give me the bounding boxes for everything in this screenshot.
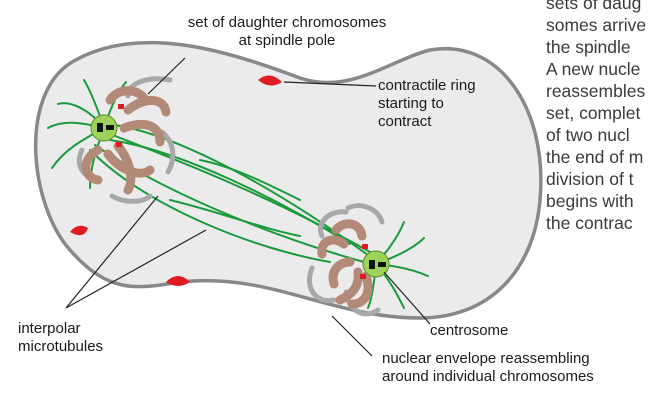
label-daughter-set: set of daughter chromosomes at spindle p…	[172, 14, 402, 50]
description-line: of two nucl	[546, 124, 646, 146]
label-ring-line2: starting to	[378, 95, 476, 113]
label-contractile-ring: contractile ring starting to contract	[378, 77, 476, 131]
label-interpolar-line2: microtubules	[18, 338, 103, 356]
label-interpolar: interpolar microtubules	[18, 320, 103, 356]
description-line: reassembles	[546, 80, 646, 102]
label-nuclear-envelope: nuclear envelope reassembling around ind…	[382, 350, 594, 386]
description-line: begins with	[546, 190, 646, 212]
label-daughter-set-line1: set of daughter chromosomes	[172, 14, 402, 32]
leader-nuclear-envelope	[332, 316, 372, 356]
description-line: somes arrive	[546, 14, 646, 36]
label-ring-line3: contract	[378, 113, 476, 131]
description-line: division of t	[546, 168, 646, 190]
description-line: the contrac	[546, 212, 646, 234]
description-line: the spindle	[546, 36, 646, 58]
label-interpolar-line1: interpolar	[18, 320, 103, 338]
description-line: A new nucle	[546, 58, 646, 80]
label-daughter-set-line2: at spindle pole	[172, 32, 402, 50]
label-envelope-line1: nuclear envelope reassembling	[382, 350, 594, 368]
centrosome-left	[91, 115, 117, 141]
description-line: set, complet	[546, 102, 646, 124]
description-line: sets of daug	[546, 0, 646, 14]
label-envelope-line2: around individual chromosomes	[382, 368, 594, 386]
description-line: the end of m	[546, 146, 646, 168]
label-centrosome: centrosome	[430, 322, 508, 340]
label-ring-line1: contractile ring	[378, 77, 476, 95]
